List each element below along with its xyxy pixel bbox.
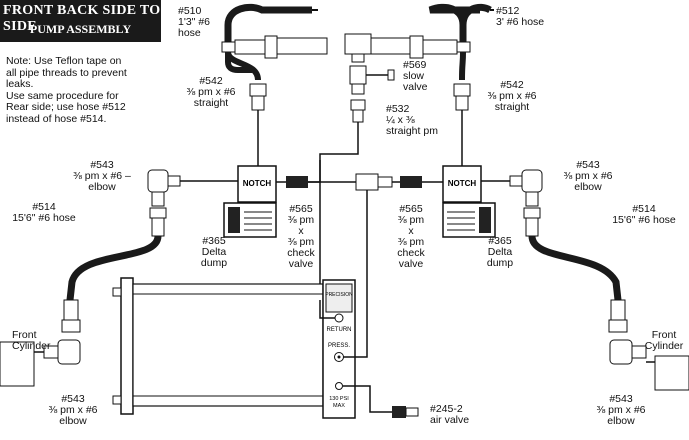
dump-brand: NOTCH [448,179,477,188]
title-main: FRONT BACK SIDE TO SIDE [3,3,161,34]
slow-valve-569 [349,65,395,95]
psi-label-1: 130 PSI [329,396,349,402]
dump-brand: NOTCH [243,179,272,188]
return-port-label: RETURN [327,327,352,333]
note-line: leaks. [6,78,34,91]
elbow-543-bottom-right [609,339,647,365]
check-valve-565-left [276,176,308,188]
psi-label-2: MAX [333,403,345,409]
hose-510 [224,3,312,26]
title-box: FRONT BACK SIDE TO SIDE PUMP ASSEMBLY [0,0,161,42]
air-valve-245 [392,406,419,418]
straight-532 [350,99,366,123]
press-port-label: PRESS. [328,343,350,349]
air-line [343,385,392,413]
note-line: all pipe threads to prevent [6,66,127,79]
title-sub: PUMP ASSEMBLY [29,22,132,36]
note-line: Use same procedure for [6,89,119,102]
center-tee [276,33,411,63]
note-text: Note: Use Teflon tape on all pipe thread… [6,55,146,126]
fitting-510-end [221,35,278,59]
fitting-512-end [409,35,471,59]
straight-542-right [453,83,471,111]
front-cylinder-left [0,341,35,387]
elbow-543-left [147,169,181,207]
straight-542-left [249,83,267,111]
note-line: Note: Use Teflon tape on [6,55,122,67]
hose-514-right [523,207,628,333]
delta-dump-left: NOTCH [223,165,277,238]
elbow-543-bottom-left [43,339,81,365]
tee-center-lower [355,173,393,191]
elbow-543-right [509,169,543,207]
check-valve-565-right [400,176,443,188]
note-line: instead of hose #514. [6,112,107,125]
pump-reservoir: PRECISION RETURN PRESS. 130 PSI MAX [112,277,356,419]
hose-514-left [61,207,167,333]
pump-plate: PRECISION [325,292,353,298]
note-line: Rear side; use hose #512 [6,101,126,114]
delta-dump-right: NOTCH [442,165,496,238]
front-cylinder-right [654,355,689,391]
